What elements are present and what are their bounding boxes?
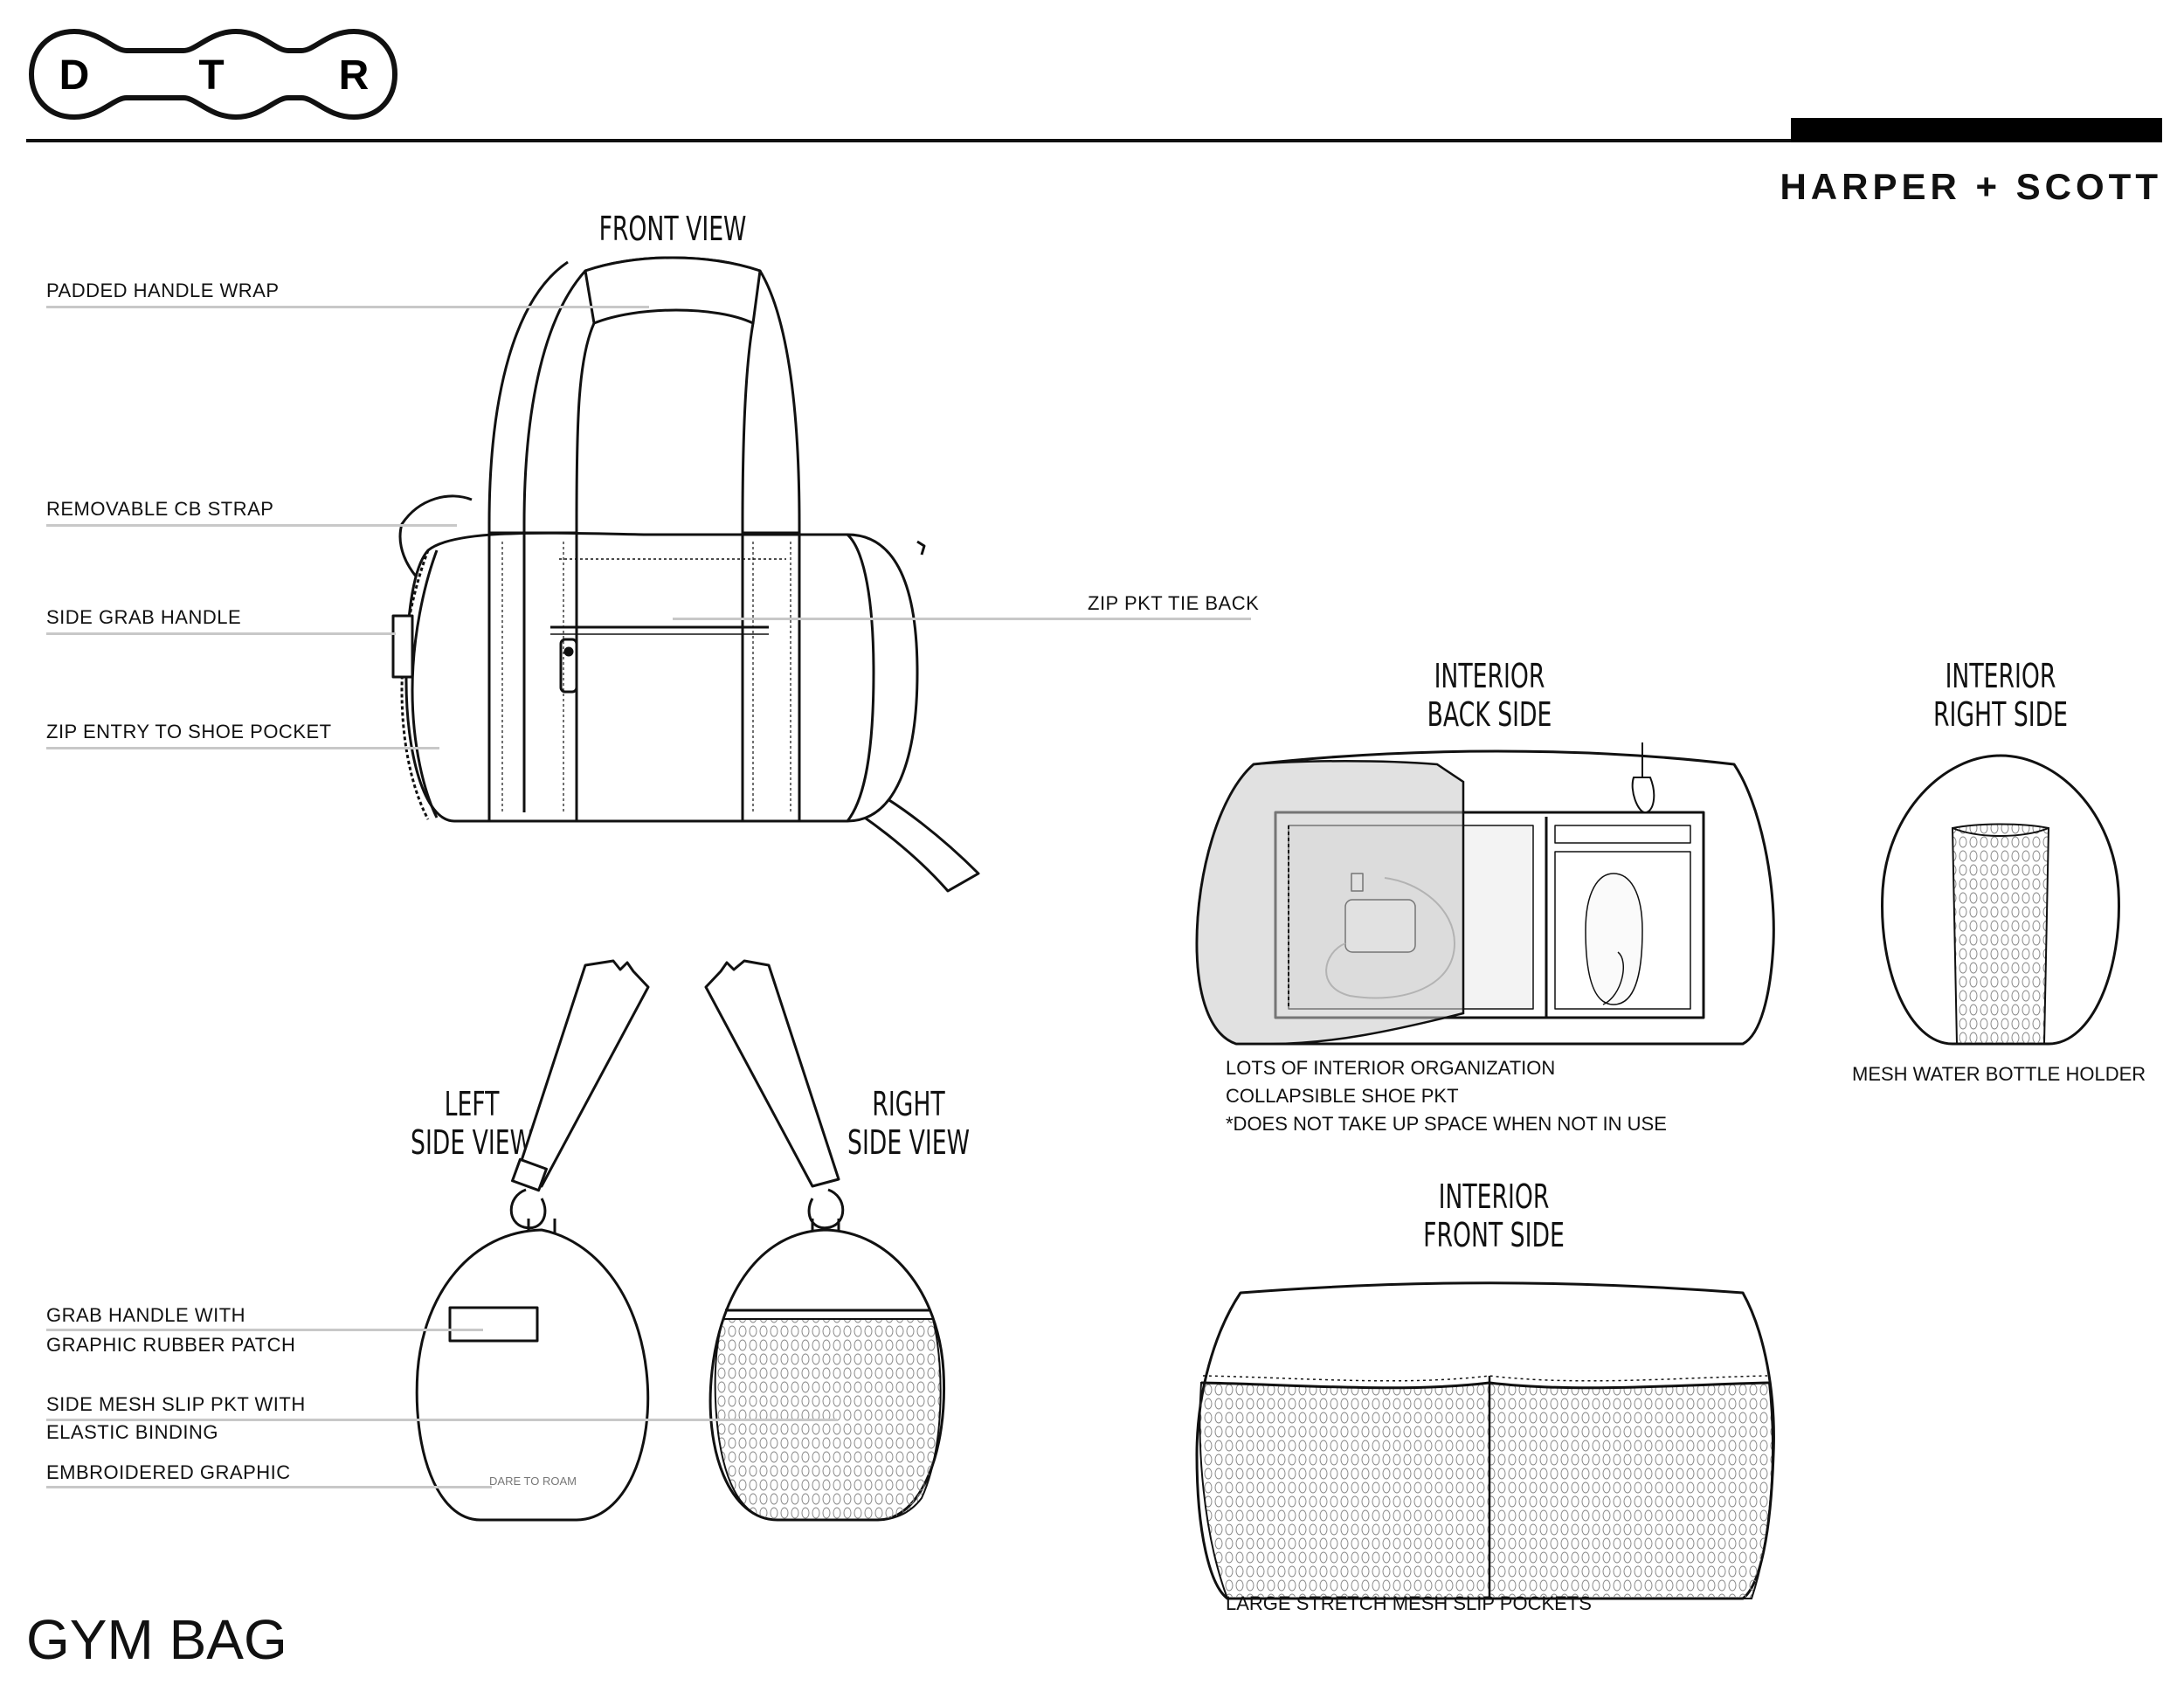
callout-padded-handle-wrap: PADDED HANDLE WRAP <box>46 280 280 301</box>
callout-side-mesh-1: SIDE MESH SLIP PKT WITH <box>46 1393 306 1415</box>
leader-side-mesh <box>46 1419 837 1421</box>
leader-grab-handle <box>46 1329 483 1331</box>
interior-org-note-3: *DOES NOT TAKE UP SPACE WHEN NOT IN USE <box>1226 1113 1667 1135</box>
right-side-view-title-1: RIGHT <box>872 1085 945 1123</box>
callout-zip-pkt-tie-back: ZIP PKT TIE BACK <box>1088 592 1260 614</box>
leader-embroidered-graphic <box>46 1486 492 1488</box>
callout-zip-entry-shoe-pocket: ZIP ENTRY TO SHOE POCKET <box>46 721 332 742</box>
leader-removable-cb-strap <box>46 524 457 527</box>
interior-back-title-2: BACK SIDE <box>1427 695 1552 734</box>
interior-front-title-1: INTERIOR <box>1438 1177 1550 1216</box>
front-view-drawing <box>391 256 980 893</box>
leader-side-grab-handle <box>46 632 396 635</box>
callout-grab-handle-1: GRAB HANDLE WITH <box>46 1304 246 1326</box>
page-title: GYM BAG <box>26 1608 287 1671</box>
interior-right-title-2: RIGHT SIDE <box>1932 695 2069 734</box>
interior-back-title-1: INTERIOR <box>1434 657 1545 695</box>
interior-front-title-2: FRONT SIDE <box>1423 1216 1565 1254</box>
logo-letter-d: D <box>59 52 90 99</box>
header-rule <box>26 139 2162 142</box>
leader-padded-handle-wrap <box>46 306 649 308</box>
callout-mesh-water-bottle: MESH WATER BOTTLE HOLDER <box>1852 1063 2146 1085</box>
leader-zip-pkt-tie-back <box>673 618 1251 620</box>
callout-side-mesh-2: ELASTIC BINDING <box>46 1421 218 1443</box>
interior-right-title-1: INTERIOR <box>1945 657 2056 695</box>
callout-grab-handle-2: GRAPHIC RUBBER PATCH <box>46 1334 296 1356</box>
leader-zip-entry-shoe-pocket <box>46 747 439 749</box>
callout-large-stretch-mesh: LARGE STRETCH MESH SLIP POCKETS <box>1226 1592 1592 1614</box>
side-views-drawing: DARE TO ROAM <box>415 959 946 1522</box>
company-name: HARPER + SCOTT <box>1780 166 2162 207</box>
interior-back-drawing <box>1195 742 1775 1046</box>
interior-front-drawing <box>1195 1281 1775 1600</box>
callout-removable-cb-strap: REMOVABLE CB STRAP <box>46 498 274 520</box>
interior-org-note-1: LOTS OF INTERIOR ORGANIZATION <box>1226 1057 1556 1079</box>
logo-letter-t: T <box>198 52 224 99</box>
logo-letter-r: R <box>339 52 370 99</box>
interior-org-note-2: COLLAPSIBLE SHOE PKT <box>1226 1085 1459 1107</box>
left-side-view-title-1: LEFT <box>444 1085 500 1123</box>
interior-right-drawing <box>1881 754 2120 1046</box>
right-side-view-title-2: SIDE VIEW <box>847 1123 970 1162</box>
callout-embroidered-graphic: EMBROIDERED GRAPHIC <box>46 1461 291 1483</box>
dare-to-roam-graphic: DARE TO ROAM <box>489 1474 577 1488</box>
callout-side-grab-handle: SIDE GRAB HANDLE <box>46 606 242 628</box>
left-side-view-title-2: SIDE VIEW <box>411 1123 533 1162</box>
front-view-title: FRONT VIEW <box>598 210 747 248</box>
header-bar <box>1791 118 2162 142</box>
dtr-logo: D T R <box>28 28 398 121</box>
